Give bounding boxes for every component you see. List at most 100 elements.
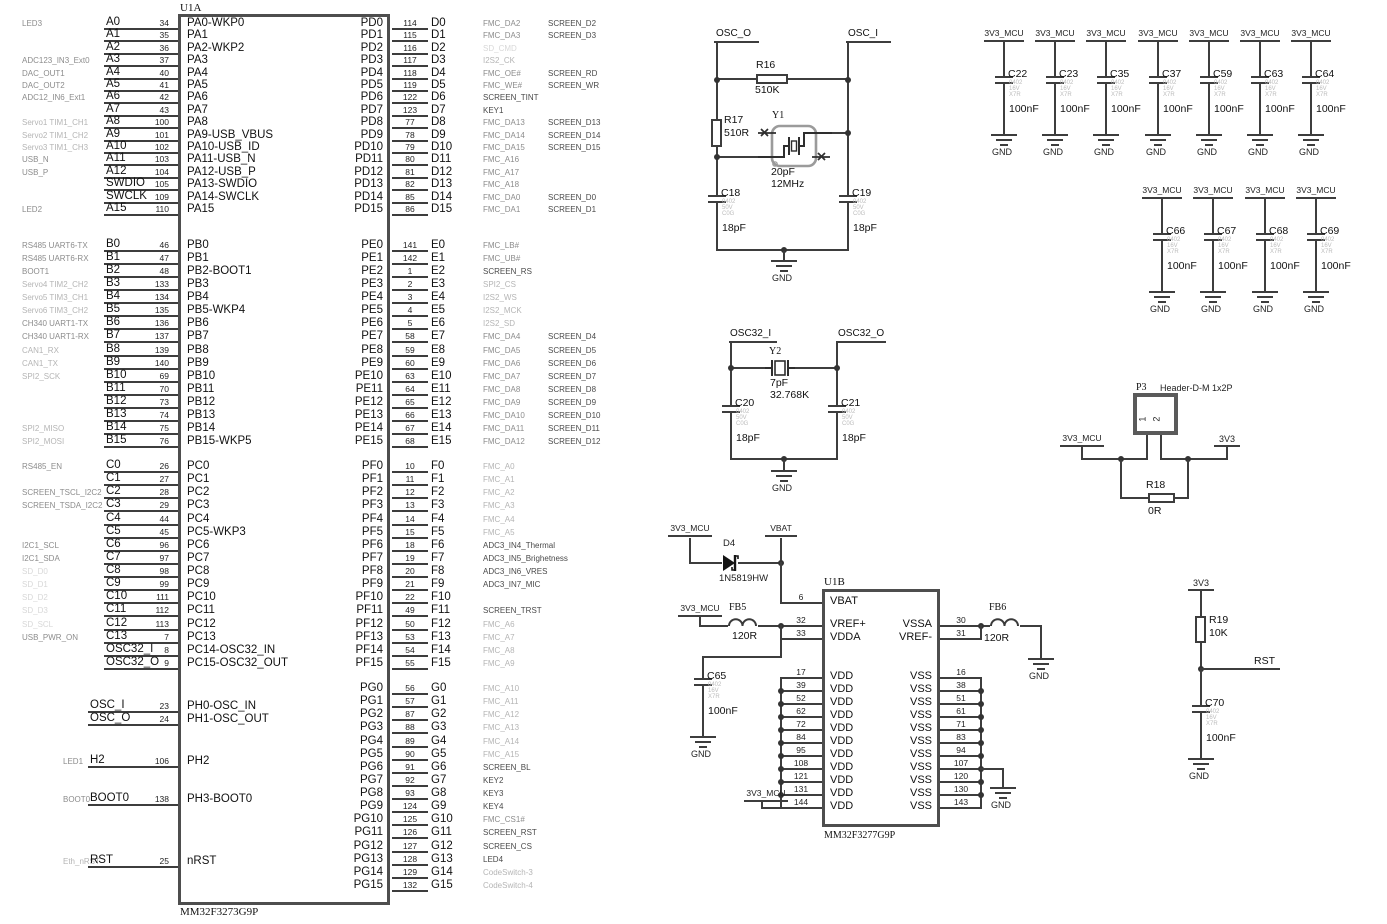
pin-PG7[interactable]: 92 [392, 773, 428, 787]
pin-PD0[interactable]: 114 [392, 16, 428, 30]
capacitor-ref[interactable]: C21 [841, 397, 861, 409]
pin-PE6[interactable]: 5 [392, 316, 428, 330]
pin-PG10[interactable]: 125 [392, 812, 428, 826]
pin-u1b-84[interactable]: 84 [780, 732, 822, 744]
diode-symbol[interactable] [720, 553, 740, 573]
pin-PE2[interactable]: 1 [392, 264, 428, 278]
pin-PD5[interactable]: 119 [392, 78, 428, 92]
pin-PG13[interactable]: 128 [392, 852, 428, 866]
pin-u1b-32[interactable]: 32 [780, 615, 822, 627]
pin-PD9[interactable]: 78 [392, 128, 428, 142]
pin-PG14[interactable]: 129 [392, 865, 428, 879]
pin-PE8[interactable]: 59 [392, 343, 428, 357]
pin-PG2[interactable]: 87 [392, 707, 428, 721]
pin-PD15[interactable]: 86 [392, 202, 428, 216]
pin-PE0[interactable]: 141 [392, 238, 428, 252]
pin-PG4[interactable]: 89 [392, 734, 428, 748]
pin-u1b-143[interactable]: 143 [940, 797, 982, 809]
resistor-body[interactable] [1148, 493, 1175, 503]
resistor-body[interactable] [756, 74, 788, 84]
pin-PE3[interactable]: 2 [392, 277, 428, 291]
pin-PG8[interactable]: 93 [392, 786, 428, 800]
pin-u1b-52[interactable]: 52 [780, 693, 822, 705]
pin-u1b-83[interactable]: 83 [940, 732, 982, 744]
pin-PD12[interactable]: 81 [392, 165, 428, 179]
pin-u1b-6[interactable]: 6 [780, 592, 822, 604]
pin-PG15[interactable]: 132 [392, 878, 428, 892]
pin-PD1[interactable]: 115 [392, 28, 428, 42]
pin-PF11[interactable]: 49 [392, 603, 428, 617]
crystal-ref[interactable]: Y2 [769, 346, 782, 357]
pin-PF14[interactable]: 54 [392, 643, 428, 657]
pin-PF0[interactable]: 10 [392, 459, 428, 473]
pin-PF6[interactable]: 18 [392, 538, 428, 552]
pin-PE7[interactable]: 58 [392, 329, 428, 343]
ferrite-ref[interactable]: FB5 [729, 602, 747, 613]
mcu-power-body[interactable] [822, 589, 940, 827]
pin-u1b-107[interactable]: 107 [940, 758, 982, 770]
capacitor-ref[interactable]: C37 [1162, 68, 1182, 80]
capacitor-ref[interactable]: C68 [1269, 225, 1289, 237]
pin-u1b-39[interactable]: 39 [780, 680, 822, 692]
pin-PF2[interactable]: 12 [392, 485, 428, 499]
pin-PD14[interactable]: 85 [392, 190, 428, 204]
pin-PF10[interactable]: 22 [392, 590, 428, 604]
pin-PD4[interactable]: 118 [392, 66, 428, 80]
pin-PE1[interactable]: 142 [392, 251, 428, 265]
pin-PG0[interactable]: 56 [392, 681, 428, 695]
pin-u1b-121[interactable]: 121 [780, 771, 822, 783]
capacitor-ref[interactable]: C22 [1008, 68, 1028, 80]
pin-PG9[interactable]: 124 [392, 799, 428, 813]
pin-PE11[interactable]: 64 [392, 382, 428, 396]
pin-u1b-130[interactable]: 130 [940, 784, 982, 796]
ferrite-bead-symbol[interactable] [728, 614, 758, 628]
diode-ref[interactable]: D4 [723, 538, 736, 549]
pin-PF3[interactable]: 13 [392, 498, 428, 512]
pin-u1b-94[interactable]: 94 [940, 745, 982, 757]
pin-PE13[interactable]: 66 [392, 408, 428, 422]
capacitor-ref[interactable]: C19 [852, 187, 872, 199]
pin-u1b-30[interactable]: 30 [940, 615, 982, 627]
pin-PF8[interactable]: 20 [392, 564, 428, 578]
pin-u1b-31[interactable]: 31 [940, 628, 982, 640]
pin-PF13[interactable]: 53 [392, 630, 428, 644]
capacitor-ref[interactable]: C67 [1217, 225, 1237, 237]
pin-u1b-33[interactable]: 33 [780, 628, 822, 640]
capacitor-ref[interactable]: C70 [1205, 697, 1225, 709]
resistor-body[interactable] [711, 119, 722, 147]
pin-u1b-38[interactable]: 38 [940, 680, 982, 692]
capacitor-ref[interactable]: C64 [1315, 68, 1335, 80]
pin-u1b-17[interactable]: 17 [780, 667, 822, 679]
